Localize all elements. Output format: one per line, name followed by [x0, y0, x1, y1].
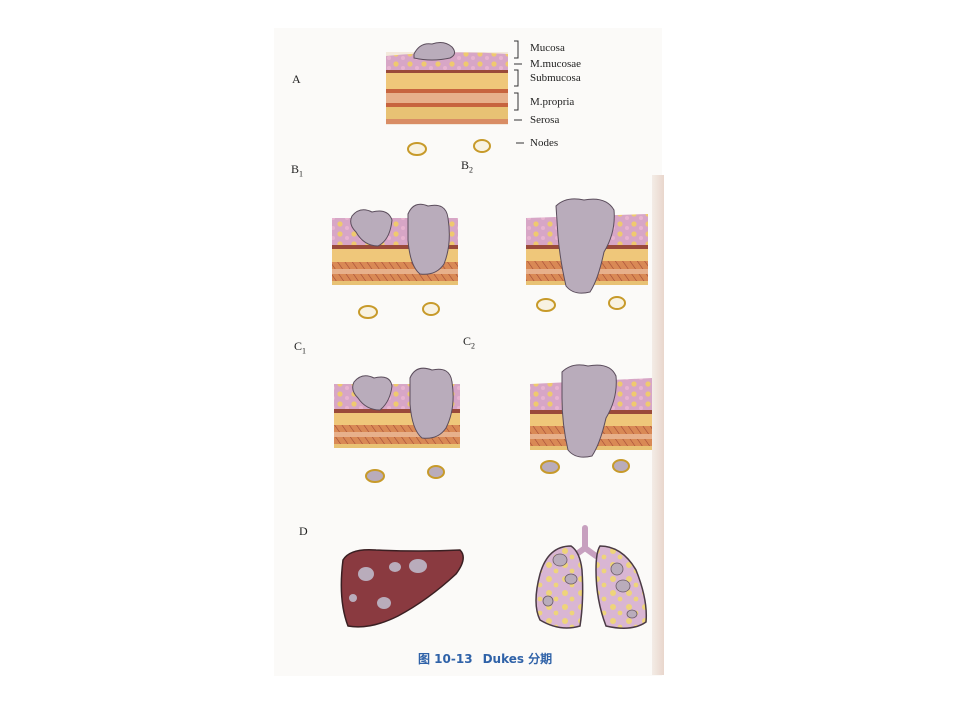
- panel-b1-node-left: [358, 305, 378, 319]
- lungs-illustration: [535, 525, 648, 629]
- layer-brackets: [514, 40, 524, 144]
- panel-label-c1: C1: [294, 339, 307, 356]
- panel-label-b1: B1: [291, 162, 304, 179]
- panel-c2-tumor: [561, 364, 617, 458]
- layer-label-serosa: Serosa: [530, 114, 560, 126]
- panel-label-c2: C2: [463, 334, 476, 351]
- panel-b1-node-right: [422, 302, 440, 316]
- panel-label-d: D: [299, 524, 308, 538]
- panel-a-node-left: [407, 142, 427, 156]
- figure-number: 图 10-13: [418, 652, 473, 666]
- panel-b1-tumor-large: [407, 203, 450, 275]
- panel-a-node-right: [473, 139, 491, 153]
- layer-label-mucosa: Mucosa: [530, 42, 565, 54]
- panel-b2-tumor: [555, 198, 615, 294]
- panel-c1-node-left: [365, 469, 385, 483]
- layer-label-m-mucosae: M.mucosae: [530, 58, 582, 70]
- page-edge-shadow: [652, 175, 664, 675]
- layer-label-m-propria: M.propria: [530, 96, 575, 108]
- panel-a-wall: [386, 52, 508, 125]
- figure-title: Dukes 分期: [482, 652, 553, 666]
- panel-c2-node-right: [612, 459, 630, 473]
- panel-label-a: A: [292, 72, 301, 86]
- panel-c1-tumor-large: [409, 367, 454, 439]
- liver-illustration: [340, 548, 464, 628]
- panel-c2-node-left: [540, 460, 560, 474]
- panel-a-tumor: [413, 42, 456, 61]
- panel-b2-node-right: [608, 296, 626, 310]
- liver-metastases: [349, 559, 427, 609]
- figure-caption: 图 10-13 Dukes 分期: [418, 650, 562, 667]
- layer-label-submucosa: Submucosa: [530, 72, 581, 84]
- panel-c1-tumor-small: [352, 375, 393, 411]
- panel-label-b2: B2: [461, 158, 474, 175]
- panel-c1-node-right: [427, 465, 445, 479]
- panel-b2-node-left: [536, 298, 556, 312]
- layer-label-nodes: Nodes: [530, 137, 559, 149]
- panel-b1-tumor-small: [350, 209, 393, 247]
